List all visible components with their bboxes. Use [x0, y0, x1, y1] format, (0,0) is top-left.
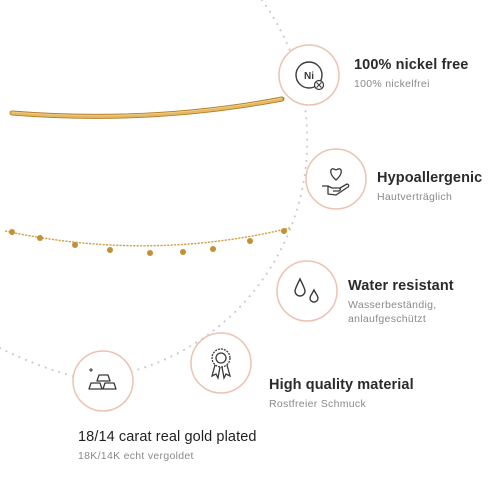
chain-bead: [147, 250, 153, 256]
feature-title: 18/14 carat real gold plated: [78, 429, 257, 445]
chain-bead: [281, 228, 287, 234]
feature-subtitle: Rostfreier Schmuck: [269, 398, 367, 410]
icon-circle-nickel: Ni: [278, 44, 340, 106]
water-drops-icon: [294, 277, 319, 303]
chain-bead: [72, 242, 78, 248]
chain-bead: [247, 238, 253, 244]
feature-subtitle: 18K/14K echt vergoldet: [78, 450, 194, 462]
icon-circle-quality: [190, 332, 252, 394]
satellite-bead-bracelet: [4, 227, 291, 256]
dotted-arc-left: [0, 347, 81, 379]
chain-bead: [107, 247, 113, 253]
feature-subtitle: Hautverträglich: [377, 191, 453, 203]
heart-hand-icon: [322, 168, 350, 196]
feature-subtitle-line: Wasserbeständig,: [348, 299, 437, 311]
feature-subtitle: 100% nickelfrei: [354, 78, 430, 90]
chain-bead: [9, 229, 15, 235]
icon-circle-water: [276, 260, 338, 322]
feature-title: Water resistant: [348, 278, 454, 294]
quality-medal-icon: [210, 348, 232, 381]
dotted-arc: [99, 0, 309, 379]
feature-title: High quality material: [269, 377, 414, 393]
feature-subtitle-line: anlaufgeschützt: [348, 313, 427, 325]
feature-subtitle: Wasserbeständig, anlaufgeschützt: [348, 298, 454, 326]
feature-title: 100% nickel free: [354, 57, 469, 73]
feature-water-resistant: Water resistant Wasserbeständig, anlaufg…: [348, 278, 454, 326]
gold-bars-icon: [88, 368, 117, 390]
nickel-symbol: Ni: [304, 71, 314, 82]
nickel-free-icon: Ni: [295, 61, 325, 91]
curb-chain-bracelet: [9, 96, 285, 119]
chain-bead: [37, 235, 43, 241]
feature-hypoallergenic: Hypoallergenic Hautverträglich: [377, 170, 482, 204]
feature-nickel-free: 100% nickel free 100% nickelfrei: [354, 57, 468, 91]
feature-high-quality: High quality material Rostfreier Schmuck: [269, 377, 414, 411]
feature-gold-plated: 18/14 carat real gold plated 18K/14K ech…: [78, 429, 257, 463]
icon-circle-hypoallergenic: [305, 148, 367, 210]
feature-title: Hypoallergenic: [377, 170, 483, 186]
chain-bead: [210, 246, 216, 252]
icon-circle-gold: [72, 350, 134, 412]
chain-bead: [180, 249, 186, 255]
